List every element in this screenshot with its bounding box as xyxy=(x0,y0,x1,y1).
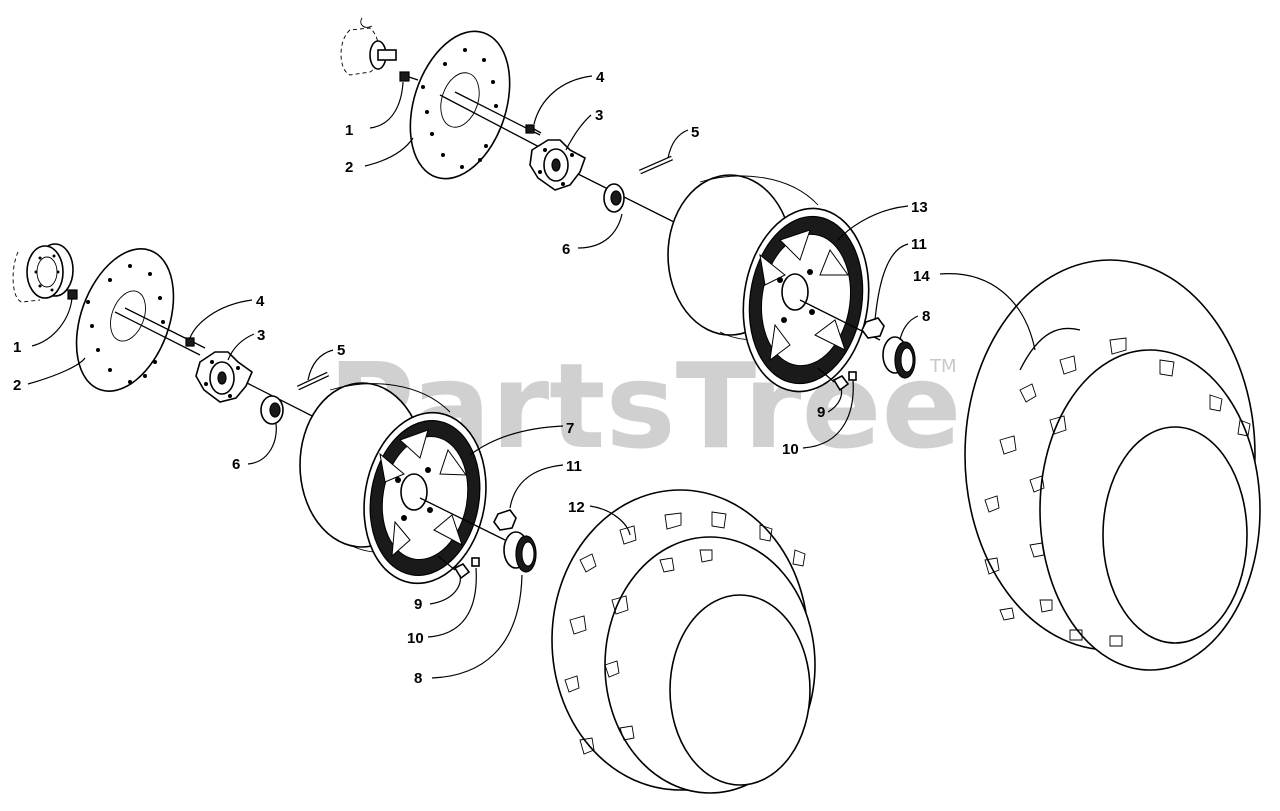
callout-upper-13: 13 xyxy=(911,199,928,216)
callouts-upper: 1 2 4 3 5 6 13 11 8 9 10 14 xyxy=(345,69,930,458)
upper-nut-6 xyxy=(603,183,625,213)
upper-center-cap-8 xyxy=(882,336,916,379)
callout-upper-14: 14 xyxy=(913,268,930,285)
lower-axle-stub xyxy=(12,243,74,303)
upper-tire-14 xyxy=(964,259,1261,671)
lower-wheel-rim xyxy=(299,382,506,585)
callout-upper-5: 5 xyxy=(691,124,699,141)
lower-bolt-1 xyxy=(67,289,78,300)
leader-lines xyxy=(27,75,1036,679)
callout-lower-3: 3 xyxy=(257,327,265,344)
callout-upper-9: 9 xyxy=(817,404,825,421)
callout-upper-8: 8 xyxy=(922,308,930,325)
upper-pin-5 xyxy=(638,155,674,175)
upper-wheel-rim xyxy=(667,174,881,393)
callout-upper-10: 10 xyxy=(782,441,799,458)
callout-upper-11: 11 xyxy=(911,236,927,253)
lower-nut-6 xyxy=(260,395,284,425)
callout-upper-2: 2 xyxy=(345,159,353,176)
watermark-trademark: TM xyxy=(929,356,957,377)
callout-lower-6: 6 xyxy=(232,456,240,473)
callout-lower-7: 7 xyxy=(566,420,574,437)
callout-upper-1: 1 xyxy=(345,122,353,139)
upper-axle-stub xyxy=(340,17,397,76)
lower-valve-9 xyxy=(437,555,471,580)
callouts-lower: 1 2 4 3 5 6 7 11 12 9 10 8 xyxy=(13,293,585,687)
callout-lower-9: 9 xyxy=(414,596,422,613)
callout-upper-6: 6 xyxy=(562,241,570,258)
lower-pin-5 xyxy=(296,371,330,391)
lower-center-cap-8 xyxy=(503,531,537,573)
lower-valve-cap-10 xyxy=(471,557,480,567)
upper-lug-nut-11 xyxy=(861,317,885,339)
lower-hub xyxy=(195,351,253,403)
lower-tire-12 xyxy=(551,489,816,794)
lower-lug-nut-11 xyxy=(493,509,517,531)
callout-lower-11: 11 xyxy=(566,458,582,475)
upper-bolt-1 xyxy=(399,71,419,82)
upper-bolt-4 xyxy=(525,124,542,134)
upper-hub xyxy=(529,139,586,191)
callout-lower-2: 2 xyxy=(13,377,21,394)
lower-bolt-4 xyxy=(185,337,195,347)
upper-valve-9 xyxy=(817,367,850,392)
callout-lower-4: 4 xyxy=(256,293,265,310)
callout-lower-12: 12 xyxy=(568,499,585,516)
callout-lower-5: 5 xyxy=(337,342,345,359)
callout-lower-10: 10 xyxy=(407,630,424,647)
lower-brake-disc xyxy=(75,248,175,392)
upper-valve-cap-10 xyxy=(848,371,857,381)
callout-upper-3: 3 xyxy=(595,107,603,124)
callout-upper-4: 4 xyxy=(596,69,605,86)
callout-lower-8: 8 xyxy=(414,670,422,687)
callout-lower-1: 1 xyxy=(13,339,21,356)
